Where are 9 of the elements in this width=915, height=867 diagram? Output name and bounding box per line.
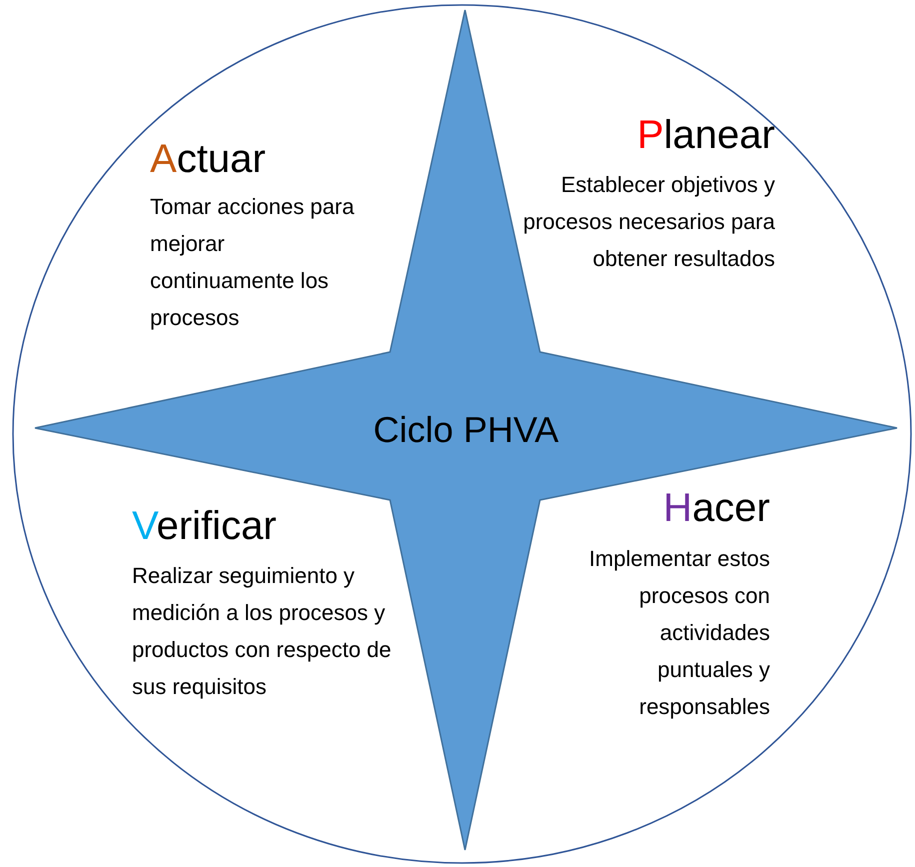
description-text: Realizar seguimiento y medición a los procesos y productos con respecto de sus requisitos	[132, 562, 392, 701]
quadrant-heading: Verificar	[132, 503, 277, 549]
quadrant-heading: Actuar	[150, 136, 266, 182]
quadrant-heading: Planear	[637, 112, 775, 158]
quadrant-heading: Hacer	[663, 485, 770, 531]
description-text: Implementar estos procesos con actividades puntuales y responsables	[588, 545, 770, 721]
center-label: Ciclo PHVA	[373, 409, 559, 451]
description-text: Establecer objetivos y procesos necesarios para obtener resultados	[522, 171, 775, 273]
description-text: Tomar acciones para mejorar continuamente los procesos	[150, 193, 356, 332]
